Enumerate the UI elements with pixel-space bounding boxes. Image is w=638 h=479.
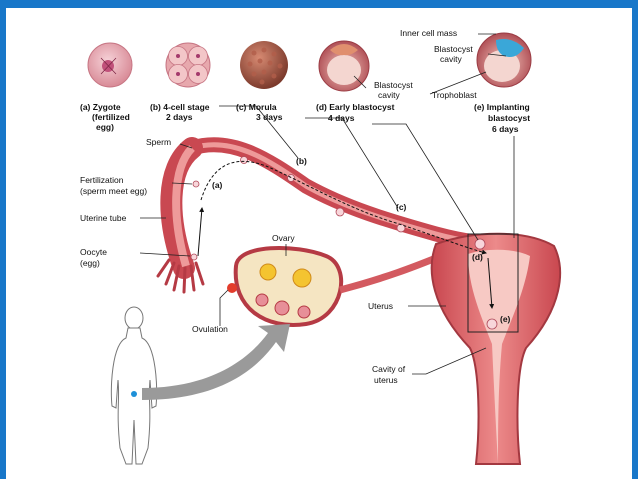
fertilization-diagram: (a) Zygote (fertilized egg) (b) 4-cell s…: [80, 28, 561, 465]
stage-c-caption-2: 3 days: [256, 112, 283, 122]
diagram-panel: (a) Zygote (fertilized egg) (b) 4-cell s…: [6, 8, 632, 479]
fertilization-label-2: (sperm meet egg): [80, 186, 147, 196]
uterine-tube-label: Uterine tube: [80, 213, 127, 223]
oocyte-label-1: Oocyte: [80, 247, 107, 257]
stage-a-caption-1: (a) Zygote: [80, 102, 121, 112]
oocyte-label-2: (egg): [80, 258, 100, 268]
stage-b-caption-1: (b) 4-cell stage: [150, 102, 210, 112]
implantation-box: [467, 233, 519, 333]
stage-b-caption-2: 2 days: [166, 112, 193, 122]
sperm-arrow: [197, 207, 205, 257]
four-cell-illustration: [165, 42, 211, 88]
path-marker-e: (e): [500, 314, 511, 324]
stage-d-caption-2: 4 days: [328, 113, 355, 123]
stage-e-caption-2: blastocyst: [488, 113, 530, 123]
stage-a-caption-3: egg): [96, 122, 114, 132]
fertilization-label-1: Fertilization: [80, 175, 124, 185]
stage-a-caption-2: (fertilized: [92, 112, 130, 122]
uterus-label: Uterus: [368, 301, 393, 311]
implant-arrow: [487, 257, 495, 309]
path-marker-a: (a): [212, 180, 223, 190]
morula-illustration: [240, 41, 288, 89]
zygote-illustration: [87, 42, 133, 88]
stage-d-caption-1: (d) Early blastocyst: [316, 102, 395, 112]
early-cavity-label-2: cavity: [378, 90, 400, 100]
ovary: [227, 246, 344, 327]
woman-silhouette: [110, 306, 158, 465]
stage-e-caption-1: (e) Implanting: [474, 102, 530, 112]
inner-cell-mass-label: Inner cell mass: [400, 28, 457, 38]
cavity-label-2: uterus: [374, 375, 398, 385]
ovary-label: Ovary: [272, 233, 295, 243]
path-marker-c: (c): [396, 202, 407, 212]
fimbriae: [156, 258, 205, 294]
early-cavity-label-1: Blastocyst: [374, 80, 413, 90]
cavity-label-1: Cavity of: [372, 364, 406, 374]
stage-c-caption-1: (c) Morula: [236, 102, 277, 112]
blastocyst-cavity-label-1: Blastocyst: [434, 44, 473, 54]
zoom-arrow: [142, 324, 290, 400]
ovarian-ligament: [339, 254, 438, 294]
path-marker-b: (b): [296, 156, 307, 166]
blastocyst-cavity-label-2: cavity: [440, 54, 462, 64]
leader-lines: [139, 33, 515, 375]
trophoblast-label: Trophoblast: [432, 90, 477, 100]
woman-ovary-marker: [131, 391, 137, 397]
implanting-blastocyst-illustration: [476, 32, 532, 88]
sperm-label: Sperm: [146, 137, 171, 147]
ovulation-label: Ovulation: [192, 324, 228, 334]
path-marker-d: (d): [472, 252, 483, 262]
tube-embryos: [190, 156, 498, 330]
uterus: [430, 232, 561, 465]
stage-e-caption-3: 6 days: [492, 124, 519, 134]
